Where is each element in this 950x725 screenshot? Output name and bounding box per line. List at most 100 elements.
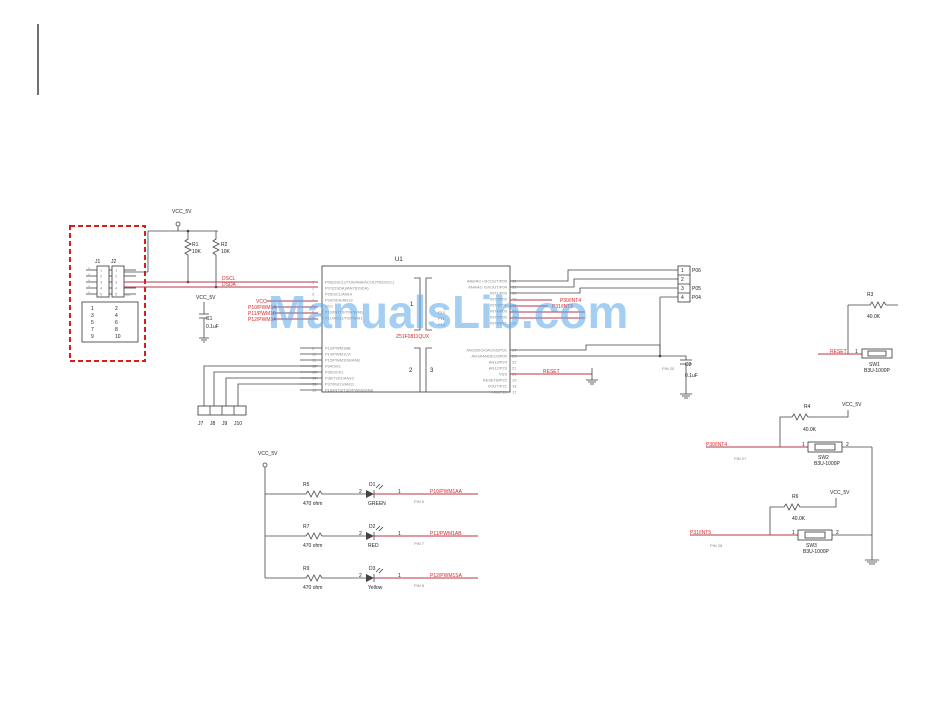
chip-pin-number: 5 [312,304,315,309]
pin-x-mark: × [88,278,91,283]
chip-pin-label: AN10/DCK/ACK/EPO1 [466,348,507,353]
chip-mid-label: P10 [438,310,446,315]
jumper-j9: J9 [222,421,228,427]
r3-value: 40.0K [867,314,881,320]
pin-x-mark: × [88,290,91,295]
j2-pin-number: 5 [115,292,118,297]
r6-value: 40.0K [792,516,806,522]
vcc-label-sw2: VCC_5V [842,402,862,408]
chip-pin-number: 25 [512,321,517,326]
chip-pin-number: 26 [512,315,517,320]
chip-part: Z51F0811QUX [396,334,430,340]
pin-table-cell: 7 [91,327,94,333]
chip-ref: U1 [395,257,403,263]
chip-section-2: 2 [409,368,413,374]
j1-label: J1 [95,259,101,265]
pin-table-cell: 4 [115,313,118,319]
chip-pin-label: P11/INT11/T0/PWM1 [325,316,363,321]
led-diode [366,490,374,498]
chip-pin-number: 28 [512,303,517,308]
r1-ref: R1 [192,242,199,248]
chip-pin-label: P24/SDA/AN13 [325,298,353,303]
chip-pin-label: AN12/P23 [489,366,508,371]
chip-pin-number: 17 [512,390,517,395]
chip-pin-number: 4 [312,298,315,303]
pullup-section: VCC_5V R1 10K R2 10K [124,209,231,289]
watermark: ManualsLib.com [268,286,628,338]
pin-table-cell: 6 [115,320,118,326]
led-resistor [302,532,326,540]
led-resistor-value: 470 ohm [303,501,322,507]
led-color: Yellow [368,585,383,591]
header-label-3: P04 [692,295,701,301]
r4-value: 40.0K [803,427,817,433]
led-ref: D1 [369,482,376,488]
pin-table-cell: 3 [91,313,94,319]
j1-body [96,265,110,298]
c1-capacitor: VCC_5V C1 0.1uF [196,295,219,343]
j1-pin-number: 3 [100,280,103,285]
j2-body [111,265,125,298]
pin-table-cell: 9 [91,334,94,340]
chip-pin-number: 10 [312,352,317,357]
led-resistor-value: 470 ohm [303,585,322,591]
j1-pin-number: 5 [100,292,103,297]
chip-pin-number: 11 [312,358,317,363]
c2-value: 0.1uF [685,373,698,379]
c2-capacitor: C2 0.1uF PIN 20 [510,344,698,399]
j2-label: J2 [111,259,117,265]
right-net-p06: P30/INT4 [560,298,581,304]
led-net: P11/PWM1AB [430,531,462,537]
chip-mid-label: P12 [438,322,446,327]
switch-section: R3 40.0K RESET 1 SW1 B3U-1000P VCC_5V R4… [690,292,898,565]
c1-value: 0.1uF [206,324,219,330]
connector-highlight-box [69,225,146,362]
sw1-pin1: 1 [855,349,858,355]
chip-pin-label: AN13/P24 [489,360,508,365]
right-header: 1 2 3 4 P06 P05 P04 [510,265,701,356]
led-resistor-ref: R9 [303,566,310,572]
led-resistor-ref: R5 [303,482,310,488]
header-pin-1: 1 [681,268,684,274]
pin-table-cell: 5 [91,320,94,326]
chip-pin-label: INT2/P02 [490,297,508,302]
left-chip-nets: VCC P10/PWM1A P11/PWM1B P12/PWM1A [248,299,318,323]
chip-pin-number: 7 [312,316,315,321]
led-pin-note: PIN 7 [414,541,425,546]
led-pin-note: PIN 6 [414,499,425,504]
led-resistor [302,574,326,582]
led-resistor-value: 470 ohm [303,543,322,549]
chip-pin-label: RESETB/P22 [483,378,508,383]
pin-x-mark: × [88,284,91,289]
debug-signals: DSCL DSDA [124,276,318,288]
vcc-label-c1: VCC_5V [196,295,216,301]
dsda-net: DSDA [222,282,237,288]
jumper-j8: J8 [210,421,216,427]
svg-text:2: 2 [846,442,849,448]
header-pin-2: 2 [681,277,684,283]
j2-pin-number: 4 [115,286,118,291]
jumper-j7: J7 [198,421,204,427]
led-diode [366,574,374,582]
chip-pin-label: P06(DSCL)/TO0/AN6/ACOUT/EDSCL) [325,280,395,285]
right-chip-nets: P30/INT4 P31/INT5 [510,298,585,319]
svg-text:1: 1 [398,531,401,537]
pin-x-mark: × [88,272,91,277]
sw2-part: B3U-1000P [814,461,841,467]
int5-net-sw: P31/INT5 [690,530,711,536]
r2-ref: R2 [221,242,228,248]
reset-net-chip: RESET [543,369,560,375]
led-color: RED [368,543,379,549]
chip-pin-label: P14/PWM1CA [325,352,351,357]
chip-pin-number: 16 [312,388,317,393]
j2-pin-number: 1 [115,268,118,273]
chip-pin-label: P37/RxD1/AN11 [325,382,355,387]
r1-value: 10K [192,249,202,255]
chip-pin-number: 27 [512,309,517,314]
led-net: P10/PWM1AA [430,489,463,495]
pin-table-cell: 2 [115,306,118,312]
